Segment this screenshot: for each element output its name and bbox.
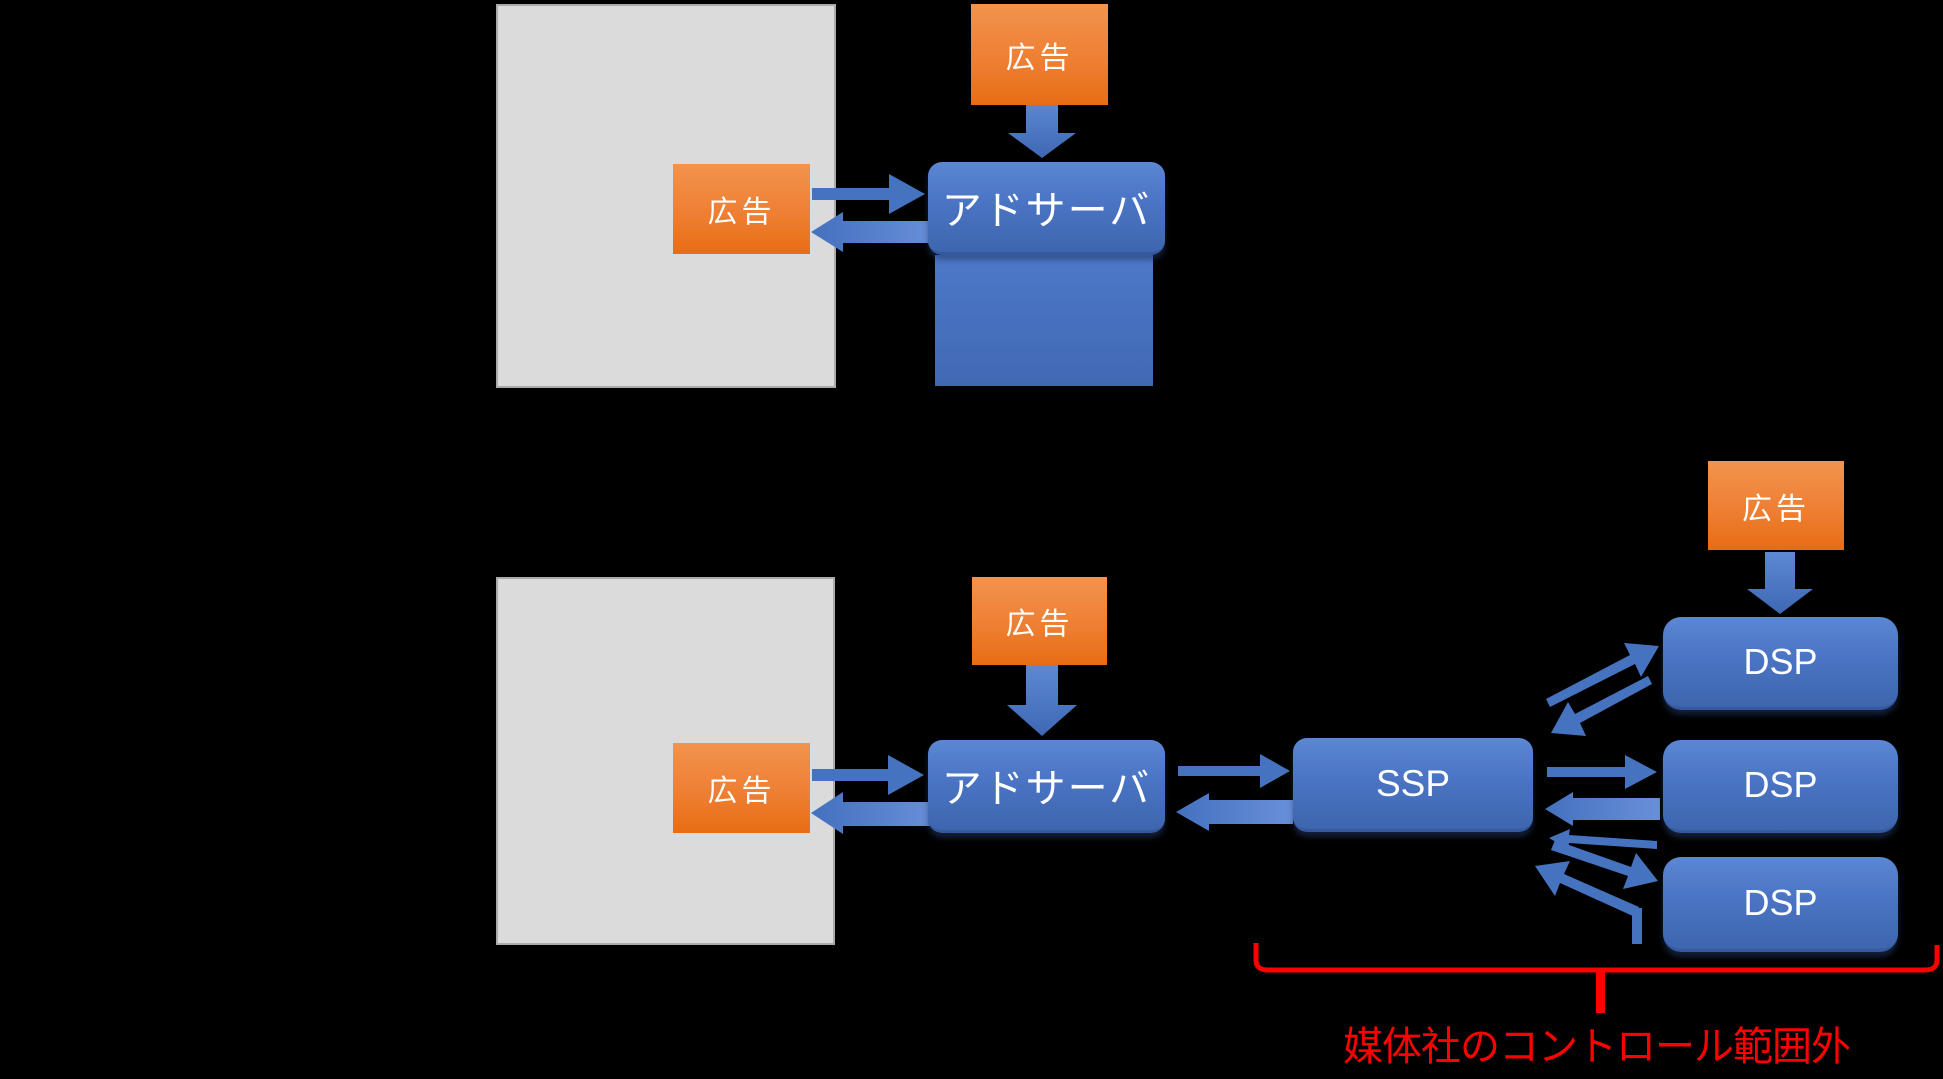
diagonal-arrow-ssp-to-dsp3 xyxy=(1551,840,1658,889)
down-arrow-ad-to-adserver-top xyxy=(1008,100,1076,158)
ad-creative-box-top: 広告 xyxy=(971,4,1108,105)
diagonal-arrow-dsp3-to-ssp xyxy=(1535,861,1639,917)
dsp-box-3: DSP xyxy=(1663,857,1898,952)
ad-creative-label: 広告 xyxy=(1742,492,1810,526)
dsp3-connector-stub xyxy=(1632,908,1642,944)
ssp-label: SSP xyxy=(1375,762,1451,804)
dsp-label: DSP xyxy=(1743,641,1818,682)
annotation-text: 媒体社のコントロール範囲外 xyxy=(1343,1025,1851,1069)
diagonal-arrow-dsp1-to-ssp xyxy=(1551,676,1652,736)
right-arrow-ssp-to-dsp2 xyxy=(1547,755,1657,789)
return-arrow-ssp-to-adserver xyxy=(1176,793,1293,831)
ad-creative-box-dsp: 広告 xyxy=(1708,461,1844,550)
ad-slot-label: 広告 xyxy=(707,775,776,808)
page-ad-slot-bottom: 広告 xyxy=(673,743,810,833)
adserver-box-bottom: アドサーバ xyxy=(928,740,1165,833)
ad-slot-label: 広告 xyxy=(707,196,776,229)
dsp-box-2: DSP xyxy=(1663,740,1898,833)
down-arrow-ad-to-dsp1 xyxy=(1747,552,1813,614)
ssp-box: SSP xyxy=(1293,738,1533,832)
page-ad-slot-top: 広告 xyxy=(673,164,810,254)
annotation-bracket-stem xyxy=(1596,969,1605,1013)
thin-arrow-dsp3-to-ssp-corner xyxy=(1549,829,1657,849)
return-arrow-dsp2-to-ssp xyxy=(1545,792,1660,826)
ad-creative-label: 広告 xyxy=(1005,41,1074,75)
adserver-box-top: アドサーバ xyxy=(928,162,1165,255)
dsp-label: DSP xyxy=(1743,764,1818,805)
adserver-base-block xyxy=(935,255,1153,386)
adserver-label: アドサーバ xyxy=(941,189,1152,233)
ad-creative-label: 広告 xyxy=(1005,608,1074,641)
diagonal-arrow-ssp-to-dsp1 xyxy=(1546,643,1659,707)
adserver-label: アドサーバ xyxy=(941,767,1152,811)
dsp-box-1: DSP xyxy=(1663,617,1898,710)
ad-creative-box-bottom: 広告 xyxy=(972,577,1107,665)
dsp-label: DSP xyxy=(1743,882,1818,923)
right-arrow-adserver-to-ssp xyxy=(1178,754,1290,788)
down-arrow-ad-to-adserver-bottom xyxy=(1007,665,1077,736)
